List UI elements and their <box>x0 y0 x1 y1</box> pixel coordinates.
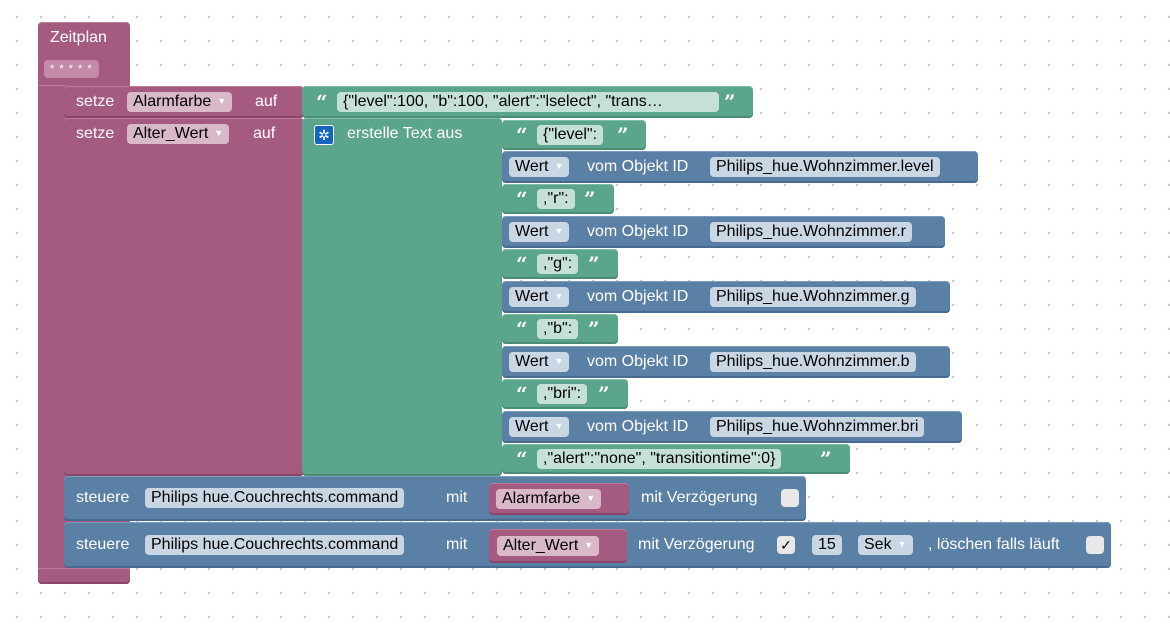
value-mode-dropdown[interactable]: Wert▼ <box>509 352 570 372</box>
schedule-event-label: Zeitplan <box>50 29 107 46</box>
quote-close-icon: ” <box>584 187 596 211</box>
dropdown-arrow-icon: ▼ <box>554 226 564 236</box>
quote-close-icon: ” <box>588 317 600 341</box>
quote-open-icon: “ <box>516 252 528 276</box>
object-id-label: vom Objekt ID <box>587 288 689 305</box>
quote-open-icon: “ <box>516 317 528 341</box>
dropdown-arrow-icon: ▼ <box>584 540 594 550</box>
object-id-label: vom Objekt ID <box>587 223 689 240</box>
set-label: setze <box>76 125 115 142</box>
value-mode-dropdown[interactable]: Wert▼ <box>509 222 570 242</box>
delay-unit-dropdown[interactable]: Sek▼ <box>858 535 913 555</box>
control-object-id-field[interactable]: Philips hue.Couchrechts.command <box>145 535 405 555</box>
dropdown-arrow-icon: ▼ <box>554 356 564 366</box>
text-field-part-5[interactable]: ,"g": <box>537 254 579 274</box>
to-label: auf <box>253 125 276 142</box>
set-label: setze <box>76 93 115 110</box>
delay-checkbox[interactable]: ✓ <box>777 536 795 554</box>
delay-label: mit Verzögerung <box>641 489 758 506</box>
object-id-field-r[interactable]: Philips_hue.Wohnzimmer.r <box>710 222 913 242</box>
text-field-part-3[interactable]: ,"r": <box>537 189 575 209</box>
quote-open-icon: “ <box>516 187 528 211</box>
quote-open-icon: “ <box>516 123 528 147</box>
text-field-part-11[interactable]: ,"alert":"none", "transitiontime":0} <box>537 449 782 469</box>
dropdown-arrow-icon: ▼ <box>586 493 596 503</box>
with-label: mit <box>446 536 468 553</box>
with-label: mit <box>446 489 468 506</box>
delay-value-field[interactable]: 15 <box>812 535 842 555</box>
quote-close-icon: ” <box>598 382 610 406</box>
value-mode-dropdown[interactable]: Wert▼ <box>509 287 570 307</box>
text-field-part-1[interactable]: {"level": <box>537 125 604 145</box>
dropdown-arrow-icon: ▼ <box>897 539 907 549</box>
text-field-alarmfarbe[interactable]: {"level":100, "b":100, "alert":"lselect"… <box>337 92 719 112</box>
control-object-id-field[interactable]: Philips hue.Couchrechts.command <box>145 488 405 508</box>
control-label: steuere <box>76 489 130 506</box>
delay-checkbox[interactable] <box>781 489 799 507</box>
clear-if-running-checkbox[interactable] <box>1086 536 1104 554</box>
quote-open-icon: “ <box>516 447 528 471</box>
object-id-label: vom Objekt ID <box>587 418 689 435</box>
text-field-part-9[interactable]: ,"bri": <box>537 384 588 404</box>
variable-dropdown-alter-wert[interactable]: Alter_Wert▼ <box>497 536 600 556</box>
delay-label: mit Verzögerung <box>638 536 755 553</box>
object-id-field-g[interactable]: Philips_hue.Wohnzimmer.g <box>710 287 916 307</box>
object-id-label: vom Objekt ID <box>587 353 689 370</box>
schedule-event-body <box>38 85 66 577</box>
set-variable-block-alter-wert[interactable] <box>64 118 304 476</box>
dropdown-arrow-icon: ▼ <box>554 291 564 301</box>
dropdown-arrow-icon: ▼ <box>554 421 564 431</box>
object-id-label: vom Objekt ID <box>587 158 689 175</box>
clear-if-running-label: , löschen falls läuft <box>928 536 1060 553</box>
to-label: auf <box>255 93 278 110</box>
value-mode-dropdown[interactable]: Wert▼ <box>509 157 570 177</box>
value-mode-dropdown[interactable]: Wert▼ <box>509 417 570 437</box>
object-id-field-level[interactable]: Philips_hue.Wohnzimmer.level <box>710 157 940 177</box>
schedule-event-footer <box>38 568 130 584</box>
dropdown-arrow-icon: ▼ <box>214 128 224 138</box>
text-field-part-7[interactable]: ,"b": <box>537 319 579 339</box>
quote-close-icon: ” <box>820 447 832 471</box>
object-id-field-b[interactable]: Philips_hue.Wohnzimmer.b <box>710 352 916 372</box>
text-join-label: erstelle Text aus <box>347 125 463 142</box>
variable-dropdown-alter-wert[interactable]: Alter_Wert▼ <box>127 124 230 144</box>
variable-dropdown-alarmfarbe[interactable]: Alarmfarbe▼ <box>127 92 233 112</box>
schedule-cron-field[interactable]: * * * * * <box>44 60 99 78</box>
quote-open-icon: “ <box>316 90 328 114</box>
variable-dropdown-alarmfarbe[interactable]: Alarmfarbe▼ <box>496 489 602 509</box>
gear-icon[interactable]: ✲ <box>314 125 334 145</box>
dropdown-arrow-icon: ▼ <box>554 161 564 171</box>
quote-close-icon: ” <box>724 90 736 114</box>
text-join-block[interactable] <box>302 118 502 476</box>
dropdown-arrow-icon: ▼ <box>217 96 227 106</box>
control-label: steuere <box>76 536 130 553</box>
quote-close-icon: ” <box>617 123 629 147</box>
object-id-field-bri[interactable]: Philips_hue.Wohnzimmer.bri <box>710 417 925 437</box>
quote-open-icon: “ <box>516 382 528 406</box>
quote-close-icon: ” <box>588 252 600 276</box>
